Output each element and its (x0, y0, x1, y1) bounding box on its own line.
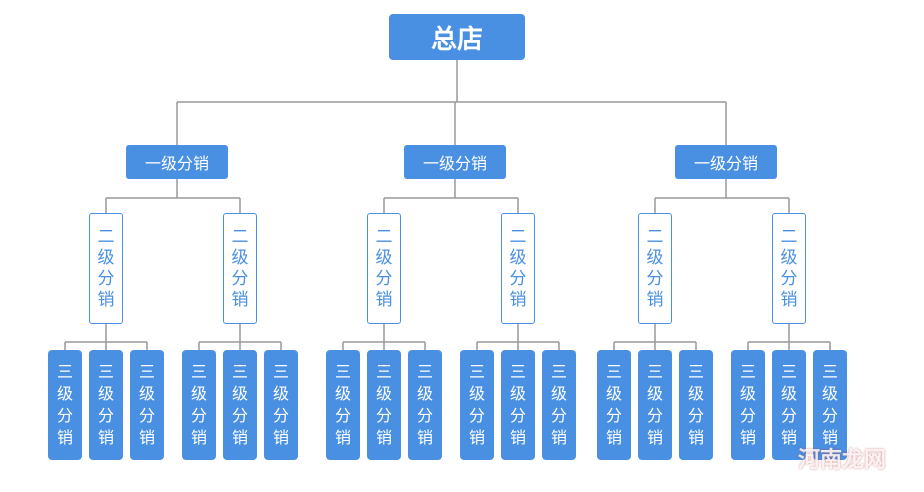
level2-node: 二级分销 (89, 213, 123, 324)
level2-node: 二级分销 (772, 213, 806, 324)
watermark: 河南龙网 (798, 442, 886, 474)
level2-node: 二级分销 (367, 213, 401, 324)
level3-node: 三级分销 (772, 350, 806, 460)
level3-node: 三级分销 (326, 350, 360, 460)
level3-node: 三级分销 (501, 350, 535, 460)
level3-node: 三级分销 (130, 350, 164, 460)
level3-node: 三级分销 (542, 350, 576, 460)
level3-node: 三级分销 (679, 350, 713, 460)
watermark-text: 河南龙网 (797, 448, 886, 473)
level3-node: 三级分销 (638, 350, 672, 460)
level1-node: 一级分销 (675, 145, 777, 179)
level3-node: 三级分销 (731, 350, 765, 460)
level2-node: 二级分销 (638, 213, 672, 324)
level2-node: 二级分销 (501, 213, 535, 324)
level3-node: 三级分销 (813, 350, 847, 460)
level3-node: 三级分销 (223, 350, 257, 460)
level3-node: 三级分销 (597, 350, 631, 460)
level3-node: 三级分销 (460, 350, 494, 460)
level1-node: 一级分销 (404, 145, 506, 179)
level1-node: 一级分销 (126, 145, 228, 179)
root-node-head-store: 总店 (389, 14, 525, 60)
level2-node: 二级分销 (223, 213, 257, 324)
level3-node: 三级分销 (182, 350, 216, 460)
level3-node: 三级分销 (48, 350, 82, 460)
level3-node: 三级分销 (408, 350, 442, 460)
level3-node: 三级分销 (367, 350, 401, 460)
level3-node: 三级分销 (264, 350, 298, 460)
level3-node: 三级分销 (89, 350, 123, 460)
